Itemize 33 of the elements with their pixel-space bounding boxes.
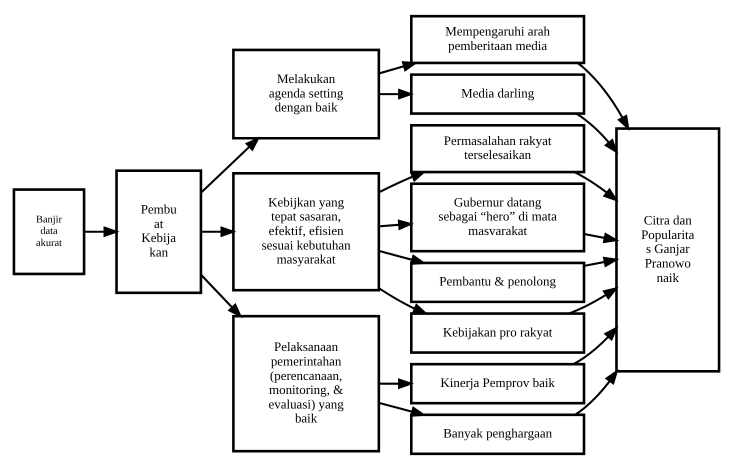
node-box: Kebijakan pro rakyat <box>410 312 586 354</box>
arrow <box>576 112 618 154</box>
node-box: Media darling <box>410 73 586 115</box>
arrow <box>574 368 619 416</box>
arrow <box>378 288 428 315</box>
arrow <box>568 286 619 314</box>
arrow <box>584 232 620 244</box>
node-box: Gubernur datang sebagai “hero” di mata masvarakat <box>410 182 586 253</box>
arrow <box>84 226 120 238</box>
node-box: Pembu at Kebija kan <box>115 169 202 294</box>
node-box: Pelaksanaan pemerintahan (perencanaan, monitoring, & evaluasi) yang baik <box>232 314 380 452</box>
node-box: Banyak penghargaan <box>410 414 586 456</box>
arrow <box>378 250 427 265</box>
arrow <box>378 88 414 100</box>
arrow <box>573 326 618 365</box>
arrow <box>378 61 418 74</box>
arrow <box>584 256 620 268</box>
node-box: Permasalahan rakyat terselesaikan <box>410 124 586 174</box>
arrow <box>200 136 260 194</box>
node-box: Melakukan agenda setting dengan baik <box>232 48 380 140</box>
node-box: Pembantu & penolong <box>410 262 586 304</box>
arrow <box>378 378 414 390</box>
arrow <box>200 274 242 318</box>
node-box: Kinerja Pemprov baik <box>410 362 586 404</box>
arrow <box>577 62 630 131</box>
arrow <box>378 219 414 230</box>
node-box: Citra dan Popularita s Ganjar Pranowo naik <box>615 127 720 373</box>
arrow <box>378 171 427 194</box>
arrow <box>574 171 619 202</box>
node-box: Kebijkan yang tepat sasaran, efektif, efisien sesuai kebutuhan masyarakat <box>232 172 380 292</box>
node-box: Banjir data akurat <box>12 188 86 276</box>
node-box: Mempengaruhi arah pemberitaan media <box>410 14 586 64</box>
arrow <box>201 226 236 238</box>
